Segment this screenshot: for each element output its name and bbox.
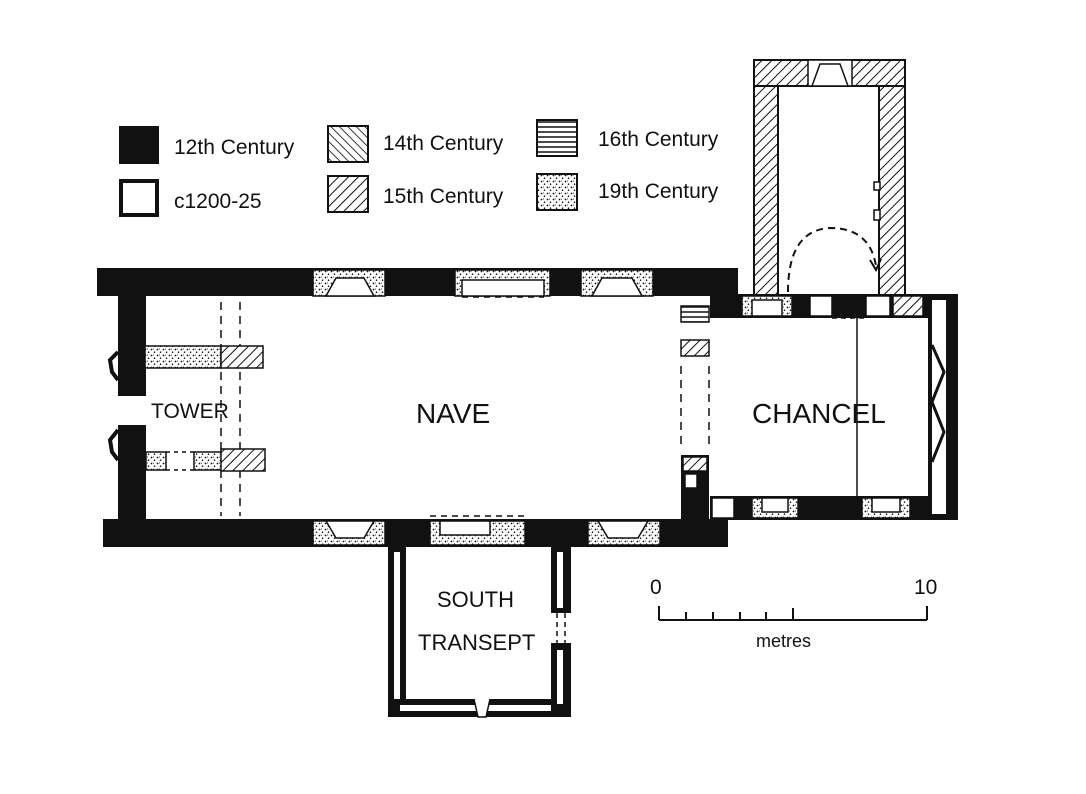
room-label-chancel: CHANCEL <box>752 398 886 429</box>
door-opening <box>461 279 545 297</box>
scale-min-label: 0 <box>650 576 662 599</box>
window-opening <box>751 299 783 317</box>
chancel-sw-block <box>711 497 735 519</box>
vestry-door-swing <box>787 226 877 293</box>
window-splay <box>596 520 650 539</box>
legend-label: 19th Century <box>598 180 719 203</box>
tower-west-doorway <box>107 350 120 462</box>
tower-west-wall-north <box>118 296 146 396</box>
legend-item-14th-century: 14th Century <box>327 125 504 163</box>
vestry-window-splay <box>811 63 849 87</box>
east-window-splay <box>930 344 946 463</box>
legend-swatch-blank <box>119 179 159 217</box>
transept-south-door <box>473 698 491 718</box>
window-splay <box>324 277 376 297</box>
legend-swatch-16th <box>536 119 578 157</box>
room-label-transept-2: TRANSEPT <box>418 630 535 655</box>
vestry-wall-niche <box>873 209 881 221</box>
legend-label: 15th Century <box>383 185 504 208</box>
tower-west-wall-south <box>118 425 146 521</box>
chancel-north-window-3 <box>892 295 924 317</box>
room-label-transept-1: SOUTH <box>437 587 514 612</box>
tower-wall-15th-south <box>220 448 266 472</box>
window-splay <box>590 277 644 297</box>
legend-label: 14th Century <box>383 132 504 155</box>
tower-wall-19th-north <box>144 345 222 369</box>
transept-east-inner-north <box>557 552 563 608</box>
legend-label: 12th Century <box>174 136 295 159</box>
vestry-east-wall <box>878 59 906 297</box>
scale-bar: 0 10 metres <box>650 576 937 651</box>
chancel-north-window-2 <box>865 295 891 317</box>
legend-swatch-19th <box>536 173 578 211</box>
chancel-north-door <box>809 295 833 317</box>
legend-item-16th-century: 16th Century <box>536 119 719 157</box>
legend: 12th Century c1200-25 14th Century 15th … <box>119 119 719 217</box>
vestry-door-arrow <box>869 258 882 273</box>
scale-max-label: 10 <box>914 576 937 599</box>
chancel-arch-pier-north-16th <box>680 305 710 323</box>
legend-item-12th-century: 12th Century <box>119 126 295 164</box>
vestry <box>753 59 906 297</box>
legend-swatch-15th <box>327 175 369 213</box>
south-transept: SOUTH TRANSEPT <box>388 545 571 718</box>
nave: TOWER NAVE <box>97 268 738 547</box>
tower-wall-19th-south-a <box>145 451 167 471</box>
legend-item-c1200-25: c1200-25 <box>119 179 262 217</box>
window-splay <box>324 520 376 539</box>
window-opening <box>761 497 789 513</box>
scale-unit-label: metres <box>756 631 811 651</box>
arch-opening <box>439 520 491 536</box>
vestry-wall-niche <box>873 181 881 191</box>
tower-wall-19th-south-b <box>193 451 223 471</box>
pier-15th <box>682 456 708 472</box>
tower-wall-15th-north <box>220 345 264 369</box>
legend-label: 16th Century <box>598 128 719 151</box>
room-label-nave: NAVE <box>416 398 490 429</box>
room-label-tower: TOWER <box>151 400 229 423</box>
chancel-arch-pier-north-15th <box>680 339 710 357</box>
vestry-west-wall <box>753 59 779 297</box>
legend-label: c1200-25 <box>174 190 262 213</box>
legend-swatch-14th <box>327 125 369 163</box>
chancel: CHANCEL <box>710 294 958 520</box>
transept-east-inner-south <box>557 650 563 704</box>
transept-west-inner <box>394 552 400 702</box>
legend-swatch-solid <box>119 126 159 164</box>
pier-opening <box>684 473 698 489</box>
chancel-south-wall <box>710 496 958 520</box>
window-opening <box>871 497 901 513</box>
legend-item-15th-century: 15th Century <box>327 175 504 213</box>
legend-item-19th-century: 19th Century <box>536 173 719 211</box>
